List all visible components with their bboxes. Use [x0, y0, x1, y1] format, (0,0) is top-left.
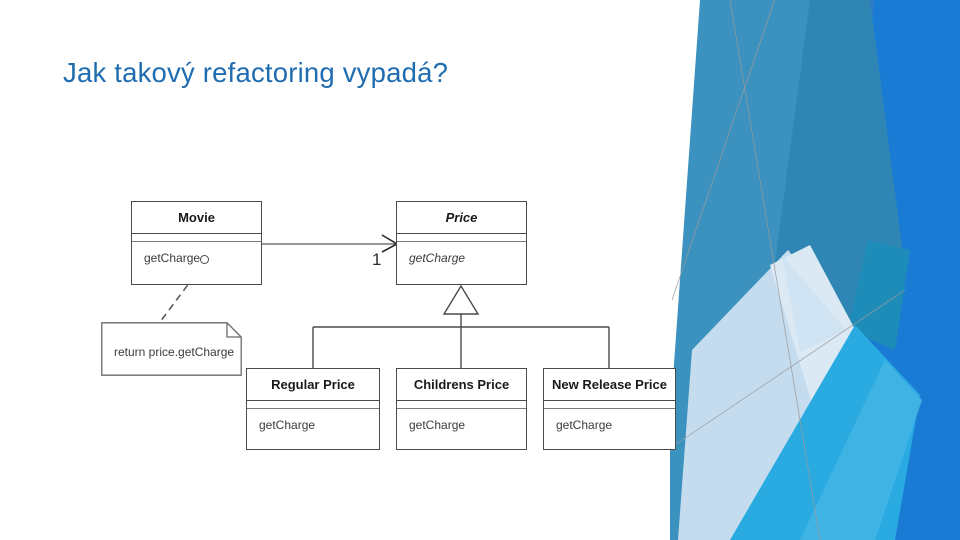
uml-class-childrens-price-operation: getCharge [409, 418, 466, 432]
uml-class-new-release-price-attributes [544, 401, 675, 409]
uml-class-regular-price[interactable]: Regular Price getCharge [246, 368, 380, 450]
uml-note-shape [101, 322, 242, 376]
uml-class-price[interactable]: Price getCharge [396, 201, 527, 285]
slide-title: Jak takový refactoring vypadá? [63, 57, 449, 88]
uml-class-regular-price-name: Regular Price [247, 369, 379, 401]
uml-class-price-attributes [397, 234, 526, 242]
uml-class-regular-price-attributes [247, 401, 379, 409]
uml-class-childrens-price[interactable]: Childrens Price getCharge [396, 368, 527, 450]
uml-class-movie-name: Movie [132, 202, 261, 234]
uml-class-new-release-price[interactable]: New Release Price getCharge [543, 368, 676, 450]
uml-class-price-name: Price [397, 202, 526, 234]
interface-lollipop-icon [200, 255, 209, 264]
association-multiplicity-label: 1 [372, 250, 382, 269]
uml-class-movie[interactable]: Movie getCharge [131, 201, 262, 285]
generalization-triangle-icon [442, 284, 480, 315]
uml-class-price-operation: getCharge [409, 251, 466, 265]
uml-class-childrens-price-name: Childrens Price [397, 369, 526, 401]
uml-class-childrens-price-attributes [397, 401, 526, 409]
uml-class-movie-operation: getCharge [144, 251, 201, 265]
uml-note-text: return price.getCharge [114, 345, 235, 359]
uml-class-movie-attributes [132, 234, 261, 242]
uml-class-regular-price-operation: getCharge [259, 418, 316, 432]
uml-class-new-release-price-name: New Release Price [544, 369, 675, 401]
uml-class-new-release-price-operation: getCharge [556, 418, 613, 432]
